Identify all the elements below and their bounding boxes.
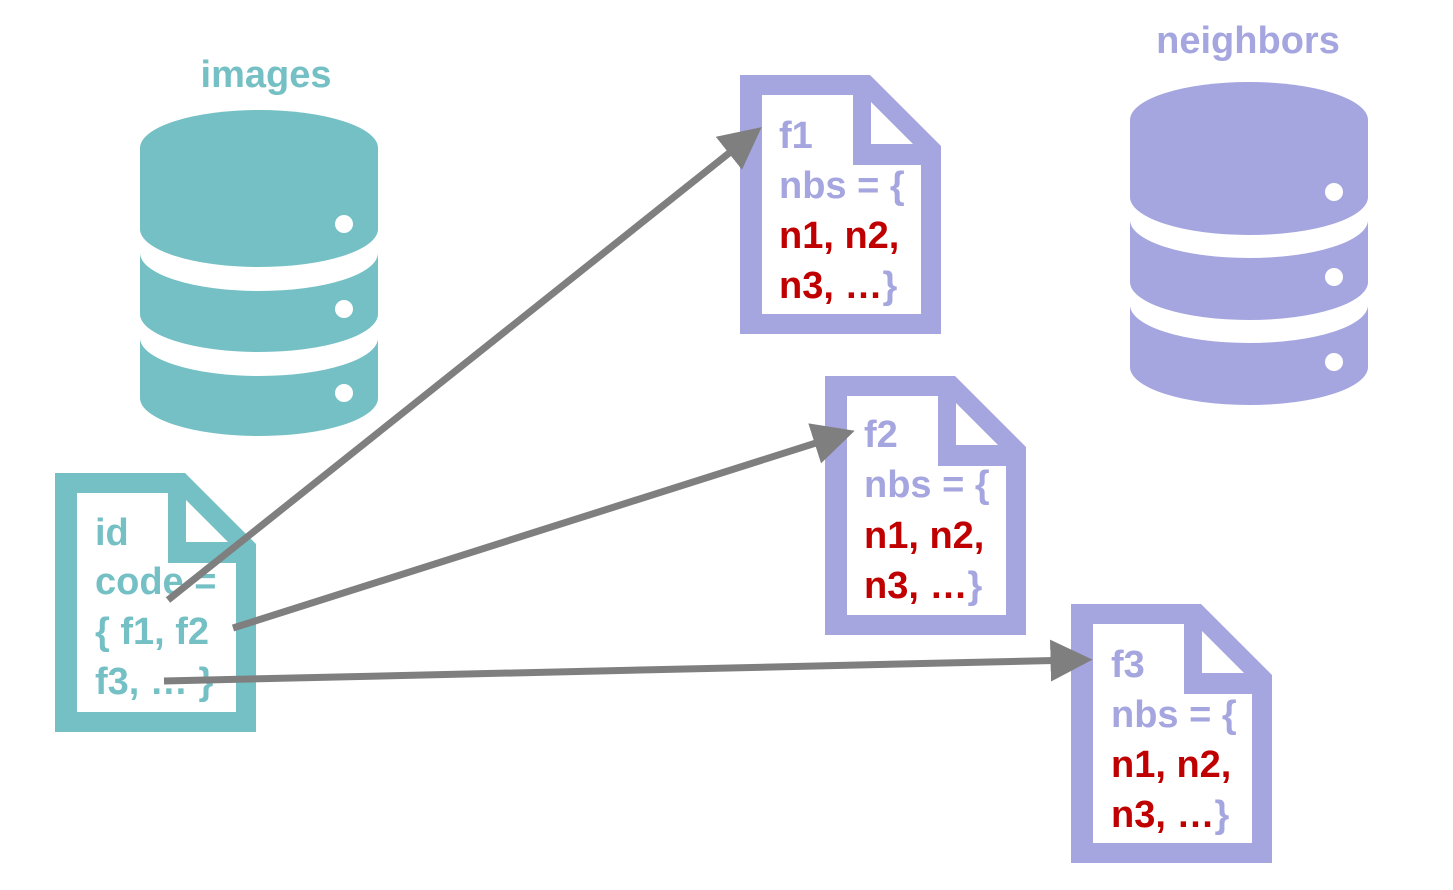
image-doc-line-id: id <box>95 512 129 554</box>
f2-doc-line-n3: n3, …} <box>864 565 982 607</box>
neighbors-database-icon <box>1130 82 1368 405</box>
f2-doc-n3-text: n3, … <box>864 565 967 607</box>
f1-doc-line-n1n2: n1, n2, <box>779 215 899 257</box>
images-database-icon <box>140 110 378 436</box>
neighbor-document-f2: f2 nbs = { n1, n2, n3, …} <box>825 376 1026 635</box>
arrow-to-f2 <box>231 423 855 632</box>
f3-doc-line-nbs: nbs = { <box>1111 694 1237 736</box>
image-doc-line-code: code = <box>95 561 216 603</box>
images-database: images <box>140 54 378 436</box>
f3-doc-line-n1n2: n1, n2, <box>1111 744 1231 786</box>
image-document: id code = { f1, f2 f3, … } <box>55 473 256 732</box>
f1-doc-close-brace: } <box>882 265 897 307</box>
neighbor-document-f3: f3 nbs = { n1, n2, n3, …} <box>1071 604 1272 863</box>
neighbors-database: neighbors <box>1130 20 1368 405</box>
f1-doc-n3-text: n3, … <box>779 265 882 307</box>
image-doc-line-f1f2: { f1, f2 <box>95 611 209 653</box>
f3-doc-close-brace: } <box>1214 794 1229 836</box>
f1-doc-line-nbs: nbs = { <box>779 165 905 207</box>
f2-doc-line-n1n2: n1, n2, <box>864 515 984 557</box>
neighbor-document-f2-icon <box>825 376 1026 635</box>
image-document-icon <box>55 473 256 732</box>
f3-doc-n3-text: n3, … <box>1111 794 1214 836</box>
f2-doc-close-brace: } <box>967 565 982 607</box>
arrow-to-f3 <box>163 639 1093 685</box>
images-label: images <box>201 54 332 96</box>
arrow-to-f1 <box>165 127 762 603</box>
f3-doc-line-n3: n3, …} <box>1111 794 1229 836</box>
neighbor-document-f3-icon <box>1071 604 1272 863</box>
f2-doc-line-id: f2 <box>864 414 898 456</box>
neighbors-label: neighbors <box>1156 20 1340 62</box>
neighbor-document-f1-icon <box>740 75 941 334</box>
arrows <box>163 127 1093 685</box>
neighbor-document-f1: f1 nbs = { n1, n2, n3, …} <box>740 75 941 334</box>
f3-doc-line-id: f3 <box>1111 644 1145 686</box>
f1-doc-line-id: f1 <box>779 115 813 157</box>
f1-doc-line-n3: n3, …} <box>779 265 897 307</box>
f2-doc-line-nbs: nbs = { <box>864 464 990 506</box>
